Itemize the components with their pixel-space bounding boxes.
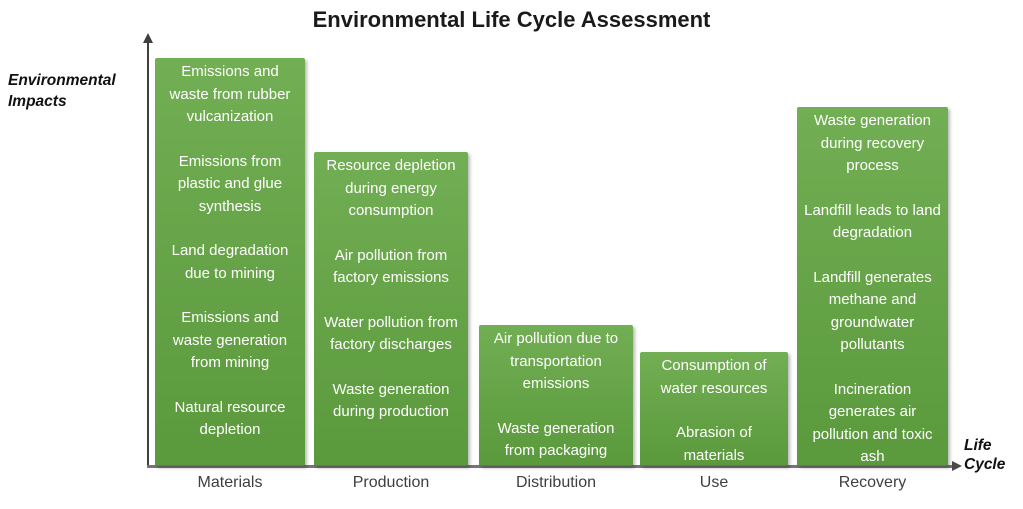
impact-item: Emissions from plastic and glue synthesi… (177, 152, 283, 215)
impact-item: Emissions and waste generation from mini… (172, 309, 288, 371)
bar-materials: Emissions and waste from rubber vulcaniz… (155, 58, 305, 466)
impact-item: Waste generation during recovery process (813, 112, 931, 174)
category-label-production: Production (352, 474, 430, 491)
impact-item: Waste generation during production (332, 380, 450, 421)
impact-item: Air pollution from factory emissions (333, 246, 449, 287)
impact-item: Abrasion of materials (676, 424, 752, 464)
impact-item: Landfill leads to land degradation (804, 201, 941, 242)
x-axis-line (147, 465, 953, 468)
impact-item: Incineration generates air pollution and… (812, 380, 933, 466)
impact-item: Consumption of water resources (660, 357, 768, 397)
y-axis-label-line2: Impacts (8, 93, 67, 110)
impact-item: Air pollution due to transportation emis… (493, 330, 619, 392)
y-axis-arrow-icon (143, 33, 153, 43)
category-label-use: Use (699, 474, 729, 491)
category-label-recovery: Recovery (838, 474, 907, 491)
x-axis-arrow-icon (952, 461, 962, 471)
impact-item: Landfill generates methane and groundwat… (813, 268, 932, 354)
category-label-distribution: Distribution (515, 474, 597, 491)
chart-title: Environmental Life Cycle Assessment (312, 7, 711, 32)
y-axis-line (147, 42, 149, 466)
category-label-materials: Materials (197, 474, 263, 491)
impact-item: Water pollution from factory discharges (324, 313, 458, 354)
bar-distribution: Air pollution due to transportation emis… (479, 325, 633, 466)
bar-production: Resource depletion during energy consump… (314, 152, 468, 466)
impact-item: Resource depletion during energy consump… (326, 157, 456, 219)
impact-item: Natural resource depletion (174, 398, 286, 439)
bar-recovery: Waste generation during recovery process… (797, 107, 948, 466)
x-axis-label-line2: Cycle (964, 456, 1006, 473)
x-axis-label-line1: Life (964, 437, 992, 454)
impact-item: Waste generation from packaging (497, 419, 615, 460)
y-axis-label-line1: Environmental (8, 72, 116, 89)
impact-item: Emissions and waste from rubber vulcaniz… (169, 63, 291, 125)
impact-item: Land degradation due to mining (171, 242, 289, 282)
y-axis-label: Environmental Impacts (8, 70, 116, 112)
x-axis-label: Life Cycle (964, 436, 1005, 474)
